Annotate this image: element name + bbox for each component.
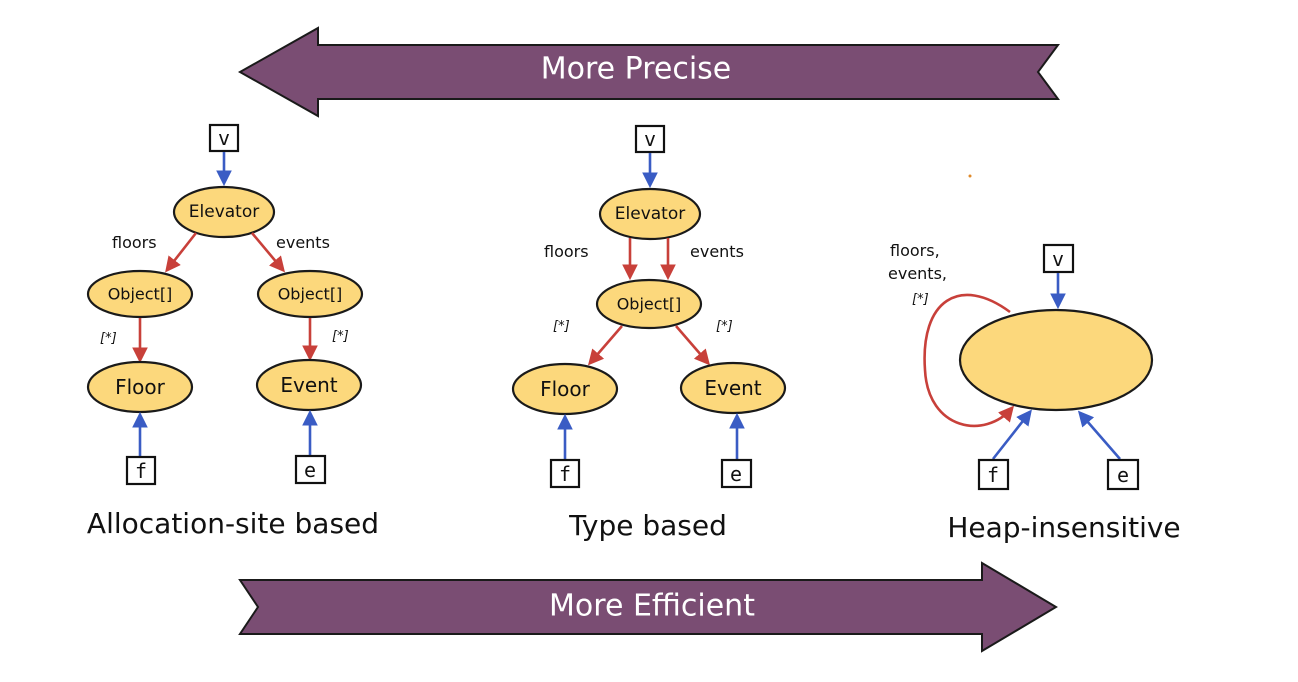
- object-array-right-node: [256, 269, 364, 319]
- heap-insensitive-caption: Heap-insensitive: [947, 511, 1180, 544]
- object-array-left-node: [86, 269, 194, 319]
- star-edge-right: [675, 325, 711, 366]
- allocation-site-caption: Allocation-site based: [87, 507, 379, 540]
- object-array-label: Object[]: [617, 295, 682, 314]
- heap-self-loop-edge: [923, 293, 1015, 428]
- events-edge: [251, 232, 286, 273]
- var-f-label: f: [135, 459, 147, 483]
- type-based-caption: Type based: [568, 509, 727, 542]
- f-to-heap-edge: [991, 409, 1032, 460]
- floors-edge: [165, 232, 198, 273]
- heap-insensitive-diagram: v floors, events, [*] f e Heap-insensiti…: [888, 241, 1181, 544]
- elevator-node: [172, 185, 276, 239]
- loop-label-floors: floors,: [890, 241, 940, 260]
- more-precise-banner: More Precise: [237, 26, 1060, 118]
- var-v-label: v: [1052, 247, 1064, 271]
- elevator-node: [598, 187, 702, 241]
- var-e-label: e: [730, 462, 742, 486]
- events-edge-label: events: [690, 242, 744, 261]
- var-e-label: e: [304, 458, 316, 482]
- star-label-left: [*]: [100, 331, 117, 346]
- event-label: Event: [280, 373, 337, 397]
- star-label-left: [*]: [553, 319, 570, 334]
- var-f-label: f: [987, 463, 999, 487]
- var-f-box: [977, 458, 1010, 491]
- var-e-box: [294, 454, 327, 485]
- var-v-label: v: [218, 126, 230, 150]
- var-v-box: [208, 123, 240, 153]
- floors-edge-label: floors: [544, 242, 589, 261]
- var-v-label: v: [644, 127, 656, 151]
- star-label-right: [*]: [716, 319, 733, 334]
- speck-dot: [968, 174, 972, 178]
- loop-label-events: events,: [888, 264, 947, 283]
- var-f-label: f: [559, 462, 571, 486]
- var-e-label: e: [1117, 463, 1129, 487]
- loop-label-star: [*]: [912, 292, 929, 307]
- floor-label: Floor: [115, 375, 166, 399]
- left-arrow-shape: [237, 26, 1060, 118]
- var-f-box: [125, 455, 157, 486]
- elevator-label: Elevator: [189, 202, 259, 222]
- elevator-label: Elevator: [615, 204, 685, 224]
- more-precise-label: More Precise: [541, 52, 732, 87]
- more-efficient-label: More Efficient: [549, 589, 755, 624]
- object-array-right-label: Object[]: [278, 285, 343, 304]
- type-based-diagram: v Elevator floors events Object[] [*] [*…: [511, 124, 787, 542]
- var-v-box: [1042, 243, 1075, 274]
- heap-node: [958, 308, 1154, 412]
- floor-label: Floor: [540, 377, 591, 401]
- var-v-box: [634, 124, 666, 154]
- allocation-site-diagram: v Elevator floors events Object[] Object…: [86, 123, 379, 540]
- star-edge-left: [587, 325, 623, 366]
- var-e-box: [1106, 458, 1140, 491]
- right-arrow-shape: [238, 561, 1058, 653]
- object-array-left-label: Object[]: [108, 285, 173, 304]
- floors-edge-label: floors: [112, 233, 157, 252]
- star-label-right: [*]: [332, 329, 349, 344]
- object-array-node: [595, 278, 703, 330]
- var-e-box: [720, 458, 753, 489]
- e-to-heap-edge: [1077, 410, 1121, 460]
- events-edge-label: events: [276, 233, 330, 252]
- var-f-box: [549, 458, 581, 489]
- more-efficient-banner: More Efficient: [238, 561, 1058, 653]
- event-label: Event: [704, 376, 761, 400]
